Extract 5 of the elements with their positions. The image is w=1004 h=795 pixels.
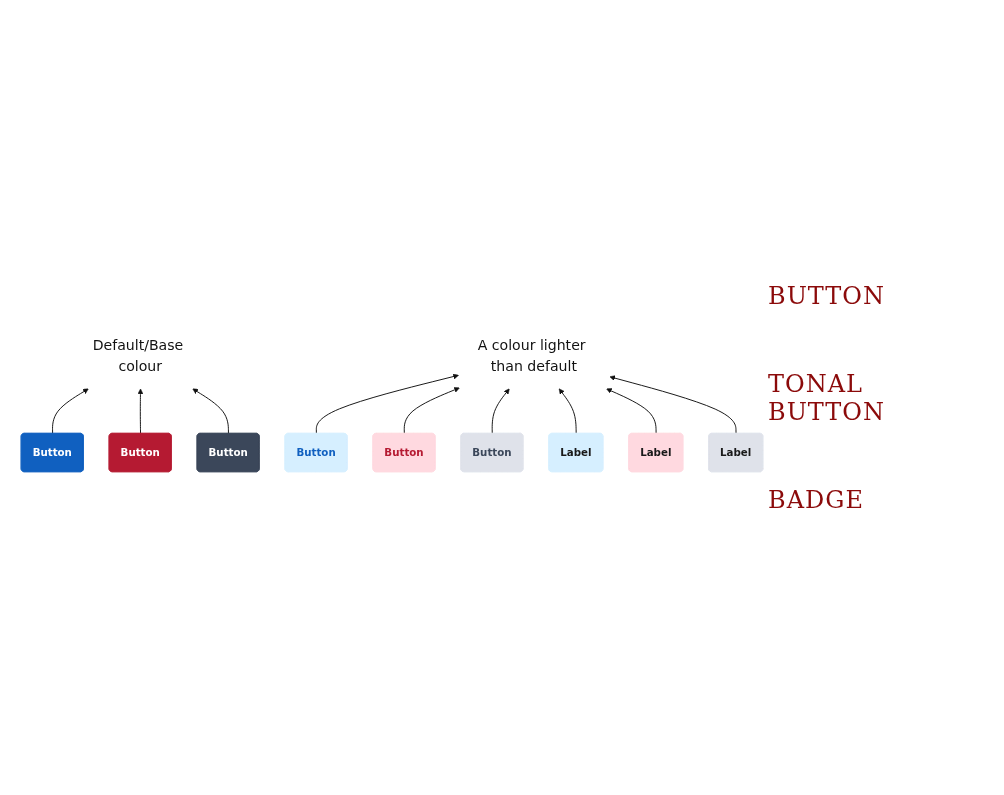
node-text: Default/Base colour xyxy=(92,337,184,375)
row-label: TONAL BUTTON xyxy=(768,369,886,426)
row-label: BUTTON xyxy=(768,281,886,310)
node-text: A colour lighter than default xyxy=(477,337,586,375)
row-label: BADGE xyxy=(768,485,865,514)
